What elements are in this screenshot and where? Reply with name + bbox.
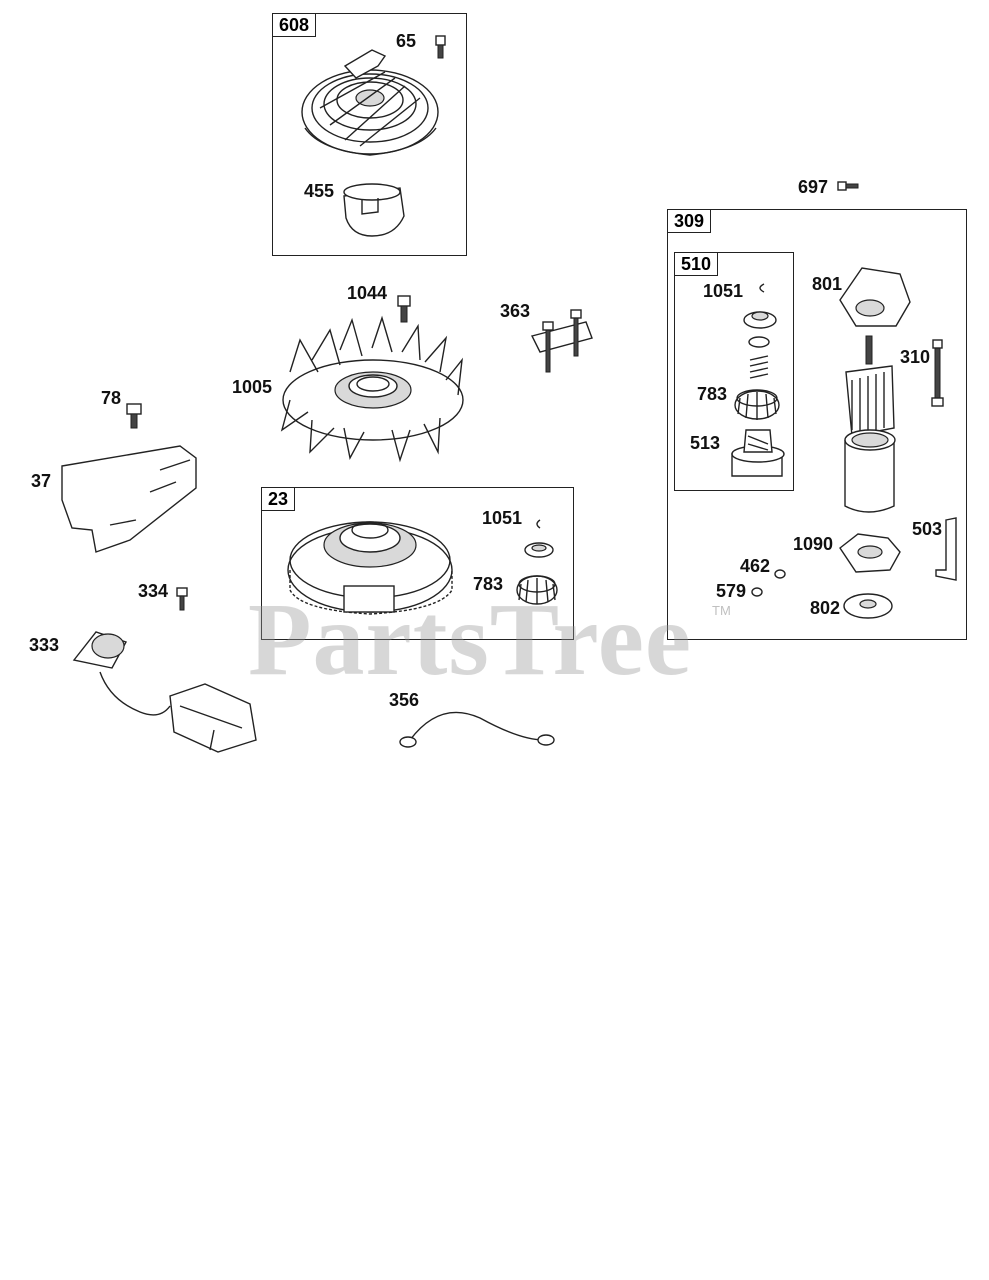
nut-579-drawing — [751, 587, 763, 597]
shield-drawing — [61, 445, 197, 553]
part-label-310[interactable]: 310 — [900, 347, 931, 367]
part-label-1044[interactable]: 1044 — [347, 283, 388, 303]
part-label-356[interactable]: 356 — [389, 690, 420, 710]
group-tag-608[interactable]: 608 — [272, 13, 317, 37]
part-label-801[interactable]: 801 — [812, 274, 843, 294]
group-box-23 — [261, 487, 574, 640]
flywheel-drawing — [287, 521, 453, 615]
part-label-1051-flywheel[interactable]: 1051 — [482, 508, 523, 528]
part-label-363[interactable]: 363 — [500, 301, 531, 321]
part-label-697[interactable]: 697 — [798, 177, 829, 197]
group-box-608 — [272, 13, 467, 256]
bushing-23-drawing — [524, 542, 554, 558]
drive-510-drawing — [731, 429, 785, 477]
group-tag-23[interactable]: 23 — [261, 487, 296, 511]
group-box-309 — [667, 209, 967, 640]
part-label-1051-starter[interactable]: 1051 — [703, 281, 744, 301]
watermark: PartsTree — [248, 582, 693, 697]
retaining-ring-510-drawing — [759, 283, 765, 293]
housing-drawing — [844, 429, 896, 513]
group-box-510 — [674, 252, 794, 491]
plate-drawing — [843, 593, 893, 619]
group-tag-309[interactable]: 309 — [667, 209, 712, 233]
part-label-1090[interactable]: 1090 — [793, 534, 834, 554]
part-label-802[interactable]: 802 — [810, 598, 841, 618]
part-label-462[interactable]: 462 — [740, 556, 771, 576]
part-label-37[interactable]: 37 — [31, 471, 52, 491]
group-tag-510[interactable]: 510 — [674, 252, 719, 276]
ignition-armature-drawing — [72, 631, 257, 753]
screw-1044-drawing — [397, 295, 411, 323]
recoil-starter-drawing — [301, 49, 439, 156]
part-label-783-flywheel[interactable]: 783 — [473, 574, 504, 594]
starter-cup-drawing — [343, 183, 405, 237]
part-label-1005[interactable]: 1005 — [232, 377, 273, 397]
armature-drawing — [845, 335, 895, 437]
part-label-455[interactable]: 455 — [304, 181, 335, 201]
end-cap-drawing — [839, 267, 911, 327]
part-label-65[interactable]: 65 — [396, 31, 417, 51]
gear-23-drawing — [516, 575, 558, 605]
bolt-78-drawing — [126, 403, 142, 429]
part-label-503[interactable]: 503 — [912, 519, 943, 539]
part-label-333[interactable]: 333 — [29, 635, 60, 655]
bolt-310-drawing — [931, 339, 944, 407]
part-label-513[interactable]: 513 — [690, 433, 721, 453]
retaining-ring-23-drawing — [536, 519, 541, 529]
strap-drawing — [935, 517, 957, 581]
screw-697-drawing — [837, 181, 859, 191]
brush-holder-drawing — [839, 533, 901, 573]
spring-510-drawing — [749, 355, 769, 379]
screw-65-drawing — [435, 35, 446, 59]
fan-drawing — [280, 315, 464, 463]
part-label-579[interactable]: 579 — [716, 581, 747, 601]
part-label-783-starter[interactable]: 783 — [697, 384, 728, 404]
collar-510-drawing — [743, 311, 777, 329]
bracket-drawing — [530, 309, 593, 373]
washer-462-drawing — [774, 569, 786, 579]
part-label-78[interactable]: 78 — [101, 388, 122, 408]
washer-510-drawing — [748, 336, 770, 348]
ground-wire-drawing — [399, 711, 555, 748]
part-label-334[interactable]: 334 — [138, 581, 169, 601]
gear-510-drawing — [734, 389, 780, 420]
watermark-tm: TM — [712, 603, 731, 618]
screw-334-drawing — [176, 587, 188, 611]
